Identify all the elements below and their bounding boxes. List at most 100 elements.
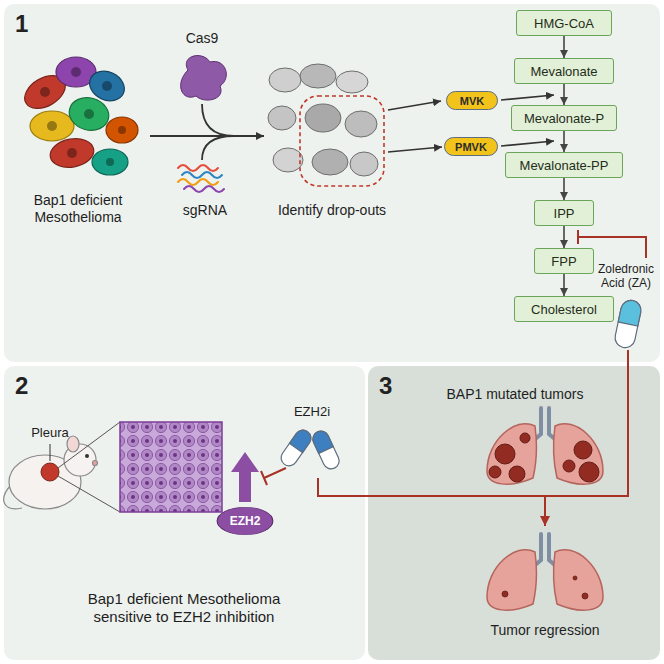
protein-label: Cas9 xyxy=(162,30,242,47)
hit-arrows xyxy=(388,95,554,152)
regressed-lungs xyxy=(502,576,588,599)
panel-number: 1 xyxy=(15,10,28,38)
library-label: sgRNA xyxy=(165,202,245,219)
ezh2-inhibition xyxy=(264,468,286,478)
ezh2-inhibition xyxy=(261,468,286,485)
sgrna-library xyxy=(184,186,224,192)
enzyme-pill: PMVK xyxy=(444,137,498,156)
screened-cells xyxy=(312,149,348,175)
ellipse-outline xyxy=(217,507,273,535)
mesothelioma-cells xyxy=(118,126,126,134)
transduction-arrow xyxy=(150,135,264,137)
zoom-lines xyxy=(58,476,120,512)
pathway-box: FPP xyxy=(534,248,594,274)
increase-arrow xyxy=(231,452,259,502)
mouse xyxy=(93,461,98,466)
sgrna-library xyxy=(178,179,218,185)
node-label: MVK xyxy=(460,95,484,107)
ezh2-inhibition xyxy=(261,471,267,485)
regressed-lungs xyxy=(487,534,603,610)
za-inhibition xyxy=(577,230,579,244)
panel-caption: BAP1 mutated tumors xyxy=(415,386,615,403)
pathway-box: Cholesterol xyxy=(514,296,614,322)
pathway-arrow xyxy=(563,131,565,152)
tumor-lungs xyxy=(520,433,530,443)
enzyme-pill: MVK xyxy=(446,91,498,110)
mesothelioma-cells xyxy=(19,57,138,175)
mesothelioma-cells xyxy=(66,93,113,134)
mesothelioma-cells xyxy=(92,149,128,175)
hit-arrows xyxy=(501,141,554,146)
panel-number: 2 xyxy=(15,372,28,400)
pleural-tumor xyxy=(41,463,59,481)
mesothelioma-cells xyxy=(67,148,77,158)
mesothelioma-cells xyxy=(40,87,50,97)
za-inhibition xyxy=(578,237,646,258)
drug-label: EZH2i xyxy=(282,404,342,420)
screened-cells xyxy=(336,71,368,93)
screened-cells xyxy=(350,152,378,176)
cell-label: Bap1 deficient Mesothelioma xyxy=(16,192,140,226)
sgrna-library xyxy=(178,165,218,171)
pathway-arrow xyxy=(563,274,565,296)
pathway-box: Mevalonate-PP xyxy=(505,152,623,178)
tumor-lungs xyxy=(495,444,515,464)
pathway-arrow xyxy=(563,36,565,58)
tumor-lungs xyxy=(489,466,501,478)
regressed-lungs xyxy=(487,534,603,610)
pleura-leader xyxy=(50,444,51,461)
node-label: FPP xyxy=(551,254,576,269)
panel-number: 3 xyxy=(379,372,392,400)
node-label: Cholesterol xyxy=(531,302,597,317)
za-capsule xyxy=(613,298,643,349)
mesothelioma-cells xyxy=(106,158,114,166)
tumor-lungs xyxy=(489,433,599,482)
cas9-protein xyxy=(181,56,227,101)
node-label: Mevalonate-PP xyxy=(520,158,609,173)
hit-arrows xyxy=(501,95,554,100)
tumor-lungs xyxy=(563,460,575,472)
step-label: Identify drop-outs xyxy=(262,202,402,219)
tumor-tissue xyxy=(120,422,222,512)
regressed-lungs xyxy=(573,576,577,580)
pathway-box: IPP xyxy=(534,200,594,226)
hit-arrows xyxy=(388,101,441,110)
node-label: EZH2 xyxy=(230,514,261,528)
tumor-lungs xyxy=(579,462,599,482)
treatment-lines xyxy=(318,350,628,526)
za-capsule xyxy=(613,298,643,349)
anatomy-label: Pleura xyxy=(20,425,80,441)
screened-cells xyxy=(345,111,377,137)
pathway-box: Mevalonate-P xyxy=(511,105,617,131)
panel: 1 HMG-CoA MevalonateMevalonate-P Mevalonate… xyxy=(4,4,660,362)
node-label: IPP xyxy=(554,206,575,221)
mouse xyxy=(4,436,98,509)
transduction-arrow xyxy=(202,136,234,160)
sgrna-library xyxy=(178,165,224,192)
tumor-lungs xyxy=(487,408,603,484)
screened-cells xyxy=(269,68,301,92)
mesothelioma-cells xyxy=(71,67,81,77)
pathway-arrow xyxy=(563,84,565,105)
screened-cells xyxy=(305,104,341,132)
node-label: Mevalonate-P xyxy=(524,111,604,126)
node-label: HMG-CoA xyxy=(534,16,594,31)
screened-cells xyxy=(268,106,296,130)
transduction-arrow xyxy=(202,104,234,136)
node-label: Mevalonate xyxy=(530,64,597,79)
mesothelioma-cells xyxy=(47,121,57,131)
mesothelioma-cells xyxy=(84,109,94,119)
screened-cells xyxy=(268,64,378,176)
pathway-arrow xyxy=(563,178,565,200)
mouse xyxy=(85,454,89,458)
panel: 3 xyxy=(368,366,660,660)
screened-cells xyxy=(273,148,303,172)
pathway-box: Mevalonate xyxy=(514,58,614,84)
za-capsule xyxy=(618,298,643,326)
mesothelioma-cells xyxy=(106,117,138,143)
regressed-lungs xyxy=(582,593,588,599)
ezh2i-capsule xyxy=(310,428,341,471)
ezh2i-capsule xyxy=(278,427,314,469)
